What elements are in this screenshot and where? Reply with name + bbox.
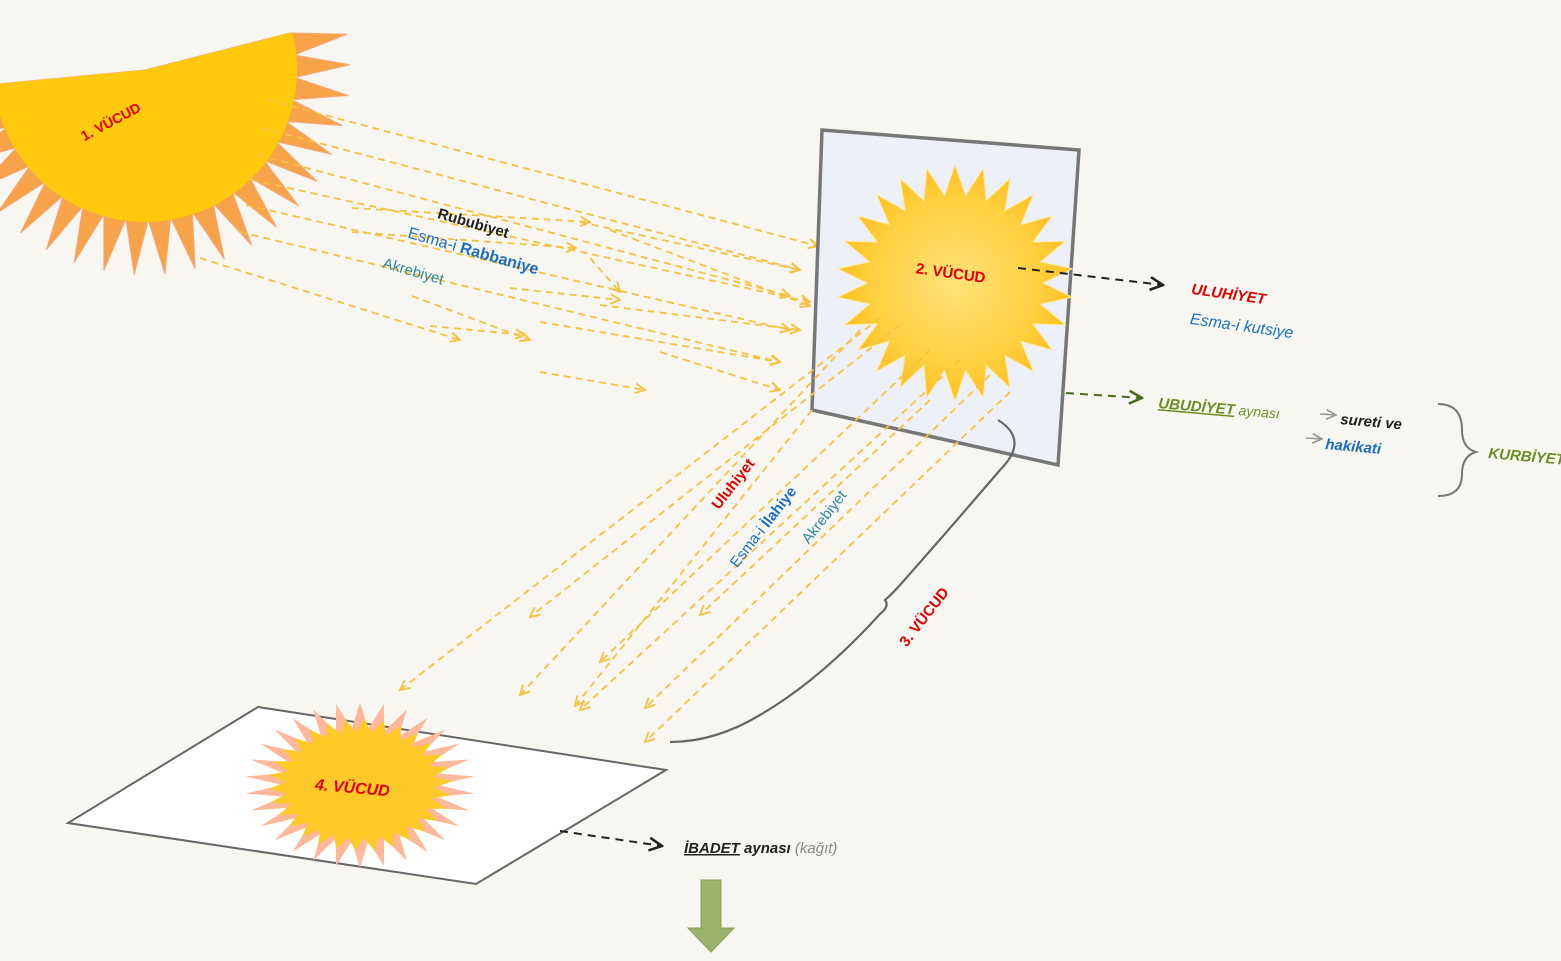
top-ray-10 bbox=[580, 222, 800, 270]
ibadet-aynasi: aynası bbox=[740, 840, 791, 857]
diag-ray-1 bbox=[400, 318, 880, 690]
esma-bold: Rabbaniye bbox=[458, 240, 541, 279]
hakikati-label: hakikati bbox=[1325, 436, 1383, 458]
top-ray-15 bbox=[610, 230, 810, 306]
ibadet-line: İBADET aynası (kağıt) bbox=[684, 840, 837, 857]
top-ray-12 bbox=[510, 288, 620, 300]
ubudiyet-line: UBUDİYET aynası bbox=[1158, 395, 1281, 423]
top-ray-6 bbox=[240, 232, 780, 362]
uluhiyet-title: ULUHİYET bbox=[1190, 281, 1268, 309]
down-arrow-icon bbox=[688, 880, 734, 952]
ibadet-title: İBADET bbox=[684, 840, 742, 857]
sureti-label: sureti ve bbox=[1340, 411, 1403, 433]
esma-prefix: Esma-i bbox=[406, 225, 463, 256]
vucud-3-label: 3. VÜCUD bbox=[896, 584, 953, 650]
top-ray-14 bbox=[540, 322, 780, 362]
top-ray-18 bbox=[660, 352, 780, 390]
diag-ray-2 bbox=[520, 330, 860, 695]
top-ray-2 bbox=[262, 128, 800, 270]
diag-ray-5 bbox=[580, 360, 960, 710]
kurbiyet-label: KURBİYET bbox=[1488, 445, 1561, 469]
ibadet-arrow bbox=[560, 831, 662, 846]
ubudiyet-arrow bbox=[1066, 393, 1142, 398]
top-ray-19 bbox=[430, 326, 525, 335]
top-ray-11 bbox=[590, 258, 620, 292]
esma-ilahiye-prefix: Esma-i bbox=[727, 520, 772, 571]
top-ray-1 bbox=[268, 100, 818, 246]
kurbiyet-brace bbox=[1438, 404, 1476, 496]
esma-kutsiye-label: Esma-i kutsiye bbox=[1189, 311, 1294, 342]
ubudiyet-aynasi: aynası bbox=[1234, 402, 1280, 422]
esma-ilahiye-label: Esma-i İlahiye bbox=[727, 484, 800, 571]
top-ray-13 bbox=[412, 296, 530, 340]
sun-1-icon bbox=[0, 32, 350, 274]
ibadet-kagit: (kağıt) bbox=[791, 840, 838, 857]
ubudiyet-title: UBUDİYET bbox=[1158, 395, 1238, 419]
top-ray-16 bbox=[540, 372, 645, 390]
hakikati-small-arrow bbox=[1306, 438, 1322, 439]
akrebiyet-top-label: Akrebiyet bbox=[381, 255, 447, 289]
sureti-small-arrow bbox=[1320, 414, 1336, 415]
